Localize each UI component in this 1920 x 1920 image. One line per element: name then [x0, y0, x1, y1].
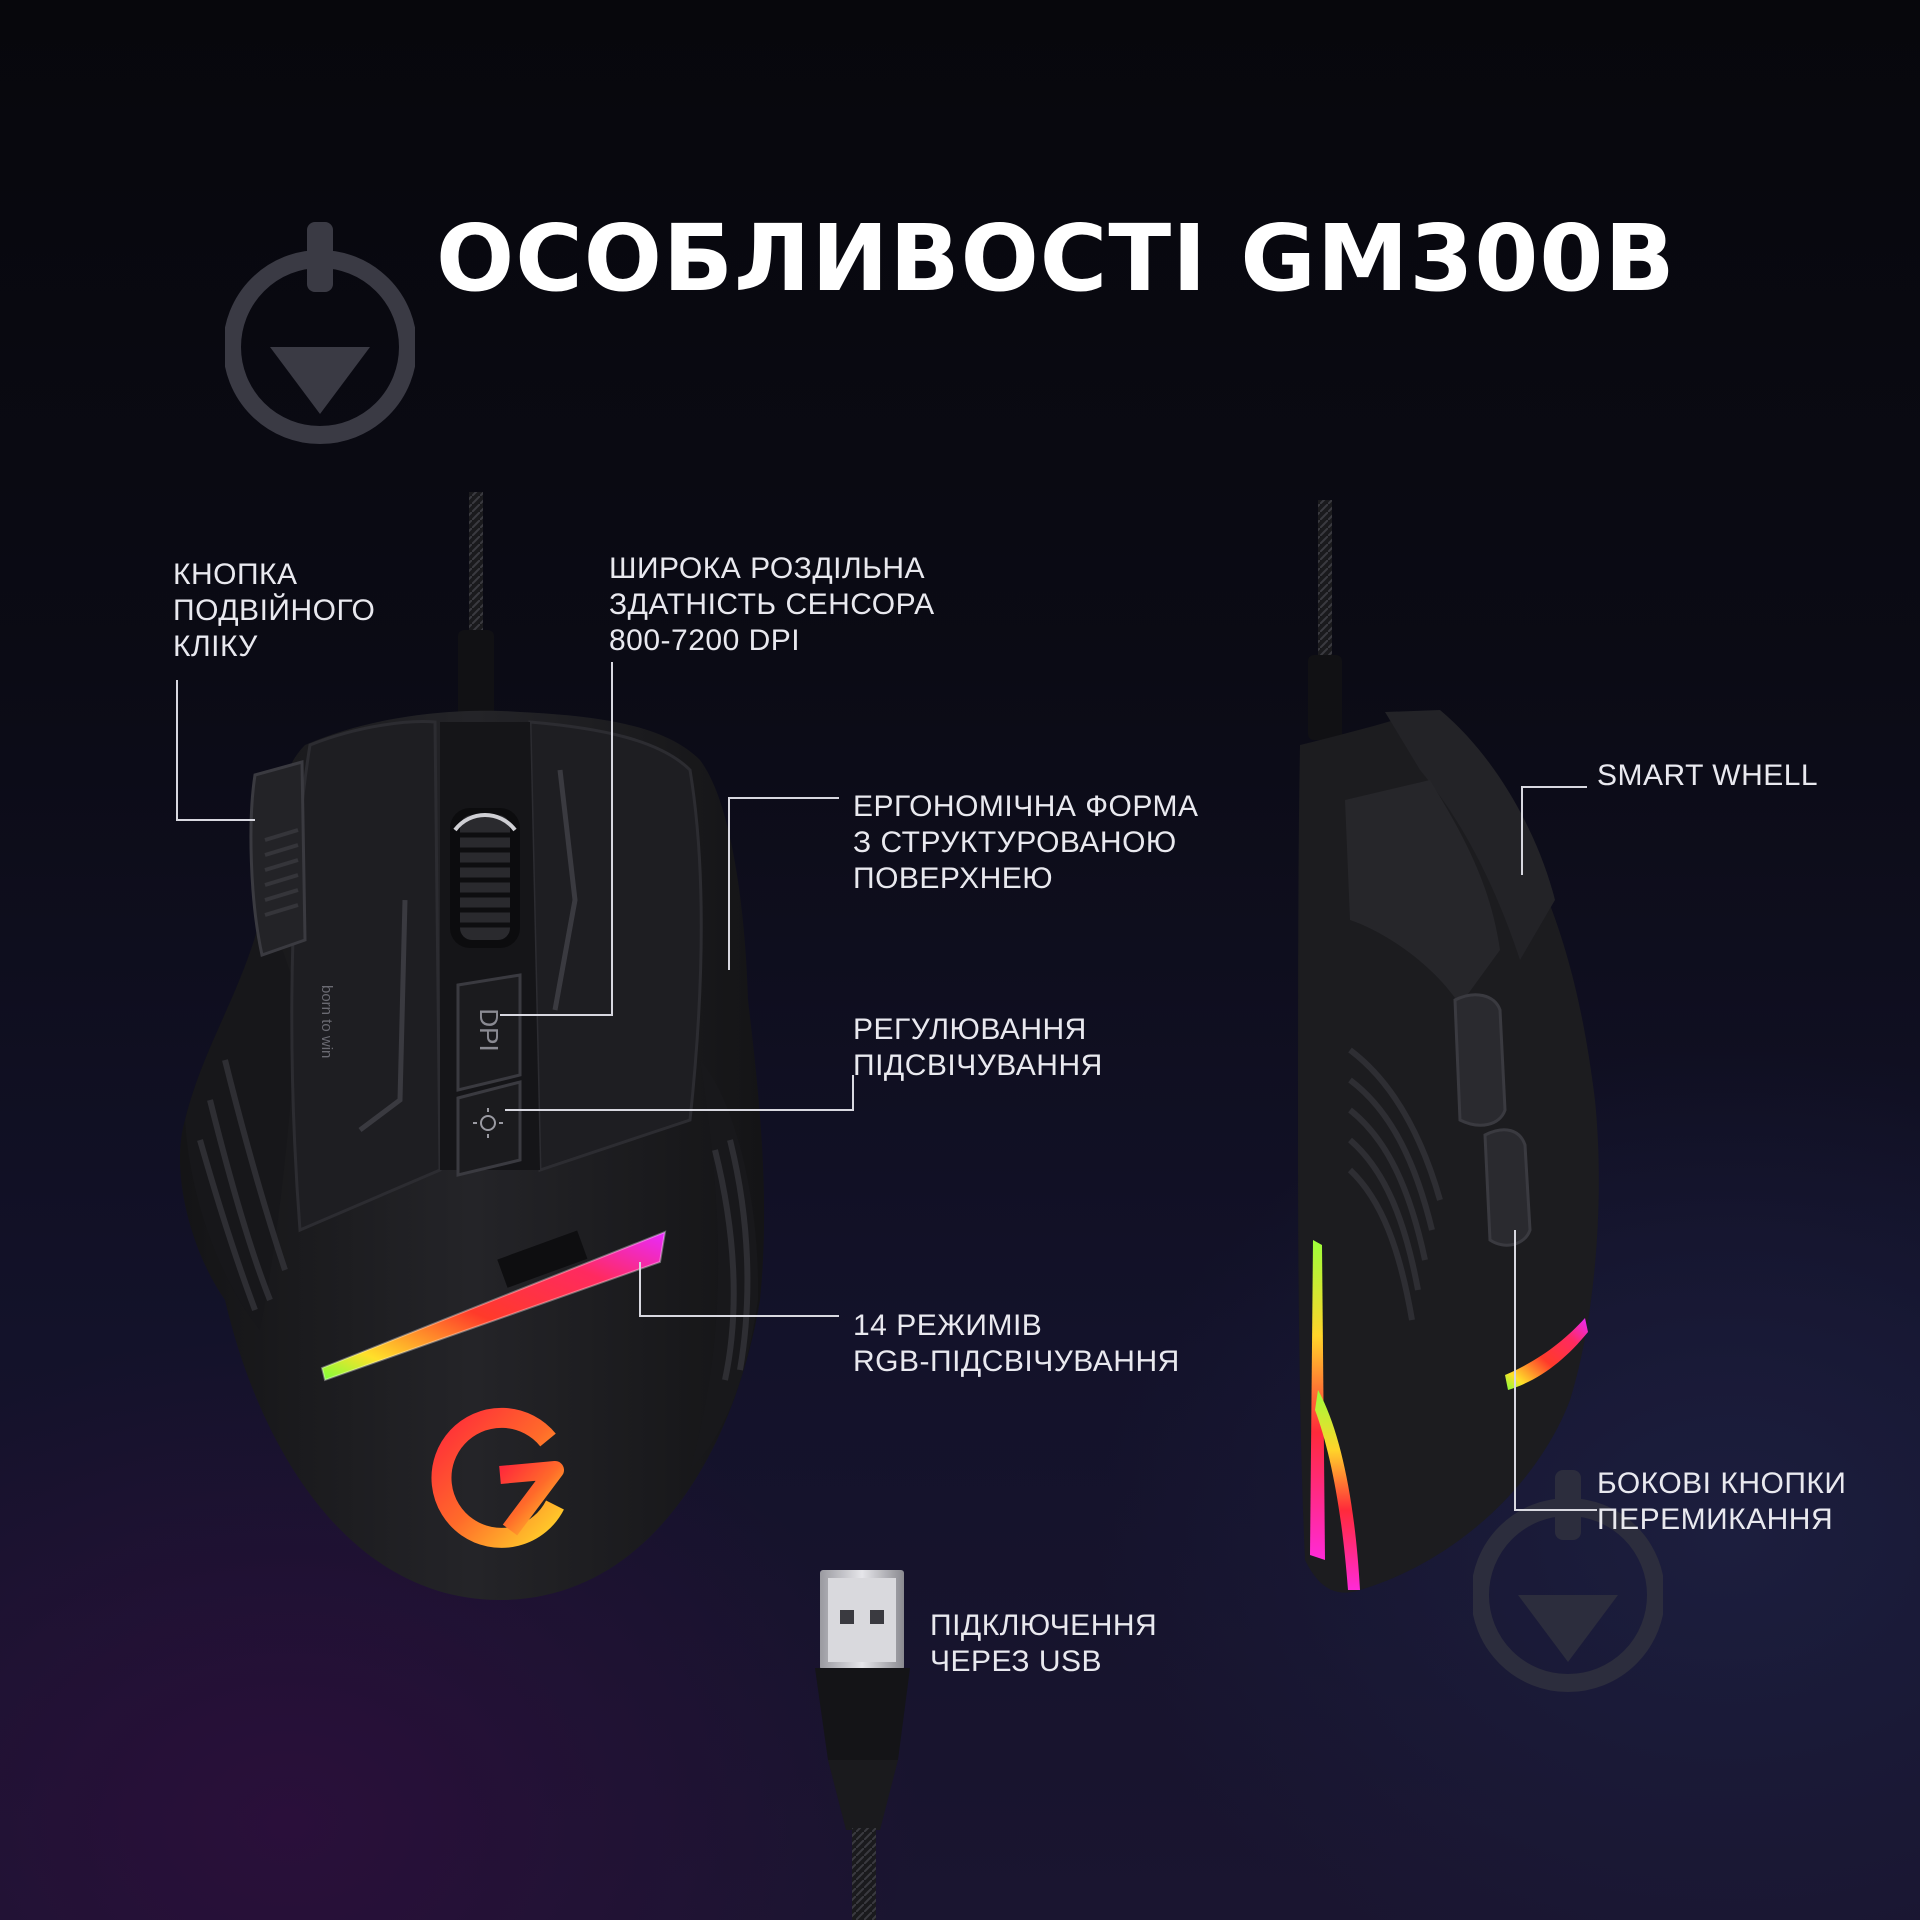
dpi-button-label: DPI — [474, 1008, 504, 1051]
scroll-wheel-icon — [450, 808, 520, 948]
mouse-front-view: DPI born to win — [179, 710, 765, 1600]
leader-dpi — [500, 662, 613, 1016]
usb-plug-icon — [815, 1570, 910, 1920]
label-side-buttons: БОКОВІ КНОПКИ ПЕРЕМИКАННЯ — [1597, 1467, 1847, 1536]
brightness-icon — [473, 1108, 503, 1138]
label-dpi: ШИРОКА РОЗДІЛЬНА ЗДАТНІСТЬ СЕНСОРА 800-7… — [609, 552, 935, 657]
side-cable — [1318, 500, 1332, 660]
label-double-click: КНОПКА ПОДВІЙНОГО КЛІКУ — [173, 558, 376, 663]
label-ergonomic: ЕРГОНОМІЧНА ФОРМА З СТРУКТУРОВАНОЮ ПОВЕР… — [853, 790, 1199, 895]
leader-side-buttons — [1514, 1230, 1597, 1511]
label-smart-wheel: SMART WHELL — [1597, 759, 1819, 792]
front-cable — [469, 492, 483, 632]
watermark-download-icon — [225, 222, 415, 444]
leader-double-click — [176, 680, 255, 821]
leader-rgb — [639, 1262, 839, 1317]
rgb-light-strip — [322, 1232, 665, 1380]
page-title: ОСОБЛИВОСТІ GM300B — [436, 205, 1676, 312]
label-backlight: РЕГУЛЮВАННЯ ПІДСВІЧУВАННЯ — [853, 1013, 1103, 1082]
label-rgb-modes: 14 РЕЖИМІВ RGB-ПІДСВІЧУВАННЯ — [853, 1309, 1180, 1378]
leader-ergonomic — [728, 797, 839, 970]
slogan-text: born to win — [318, 985, 335, 1058]
label-usb: ПІДКЛЮЧЕННЯ ЧЕРЕЗ USB — [930, 1609, 1158, 1678]
leader-smart-wheel — [1521, 786, 1587, 875]
leader-backlight — [505, 1075, 854, 1111]
watermark-download-icon — [1473, 1470, 1663, 1692]
mouse-side-view — [1298, 710, 1599, 1593]
brand-logo-icon — [431, 1407, 564, 1548]
